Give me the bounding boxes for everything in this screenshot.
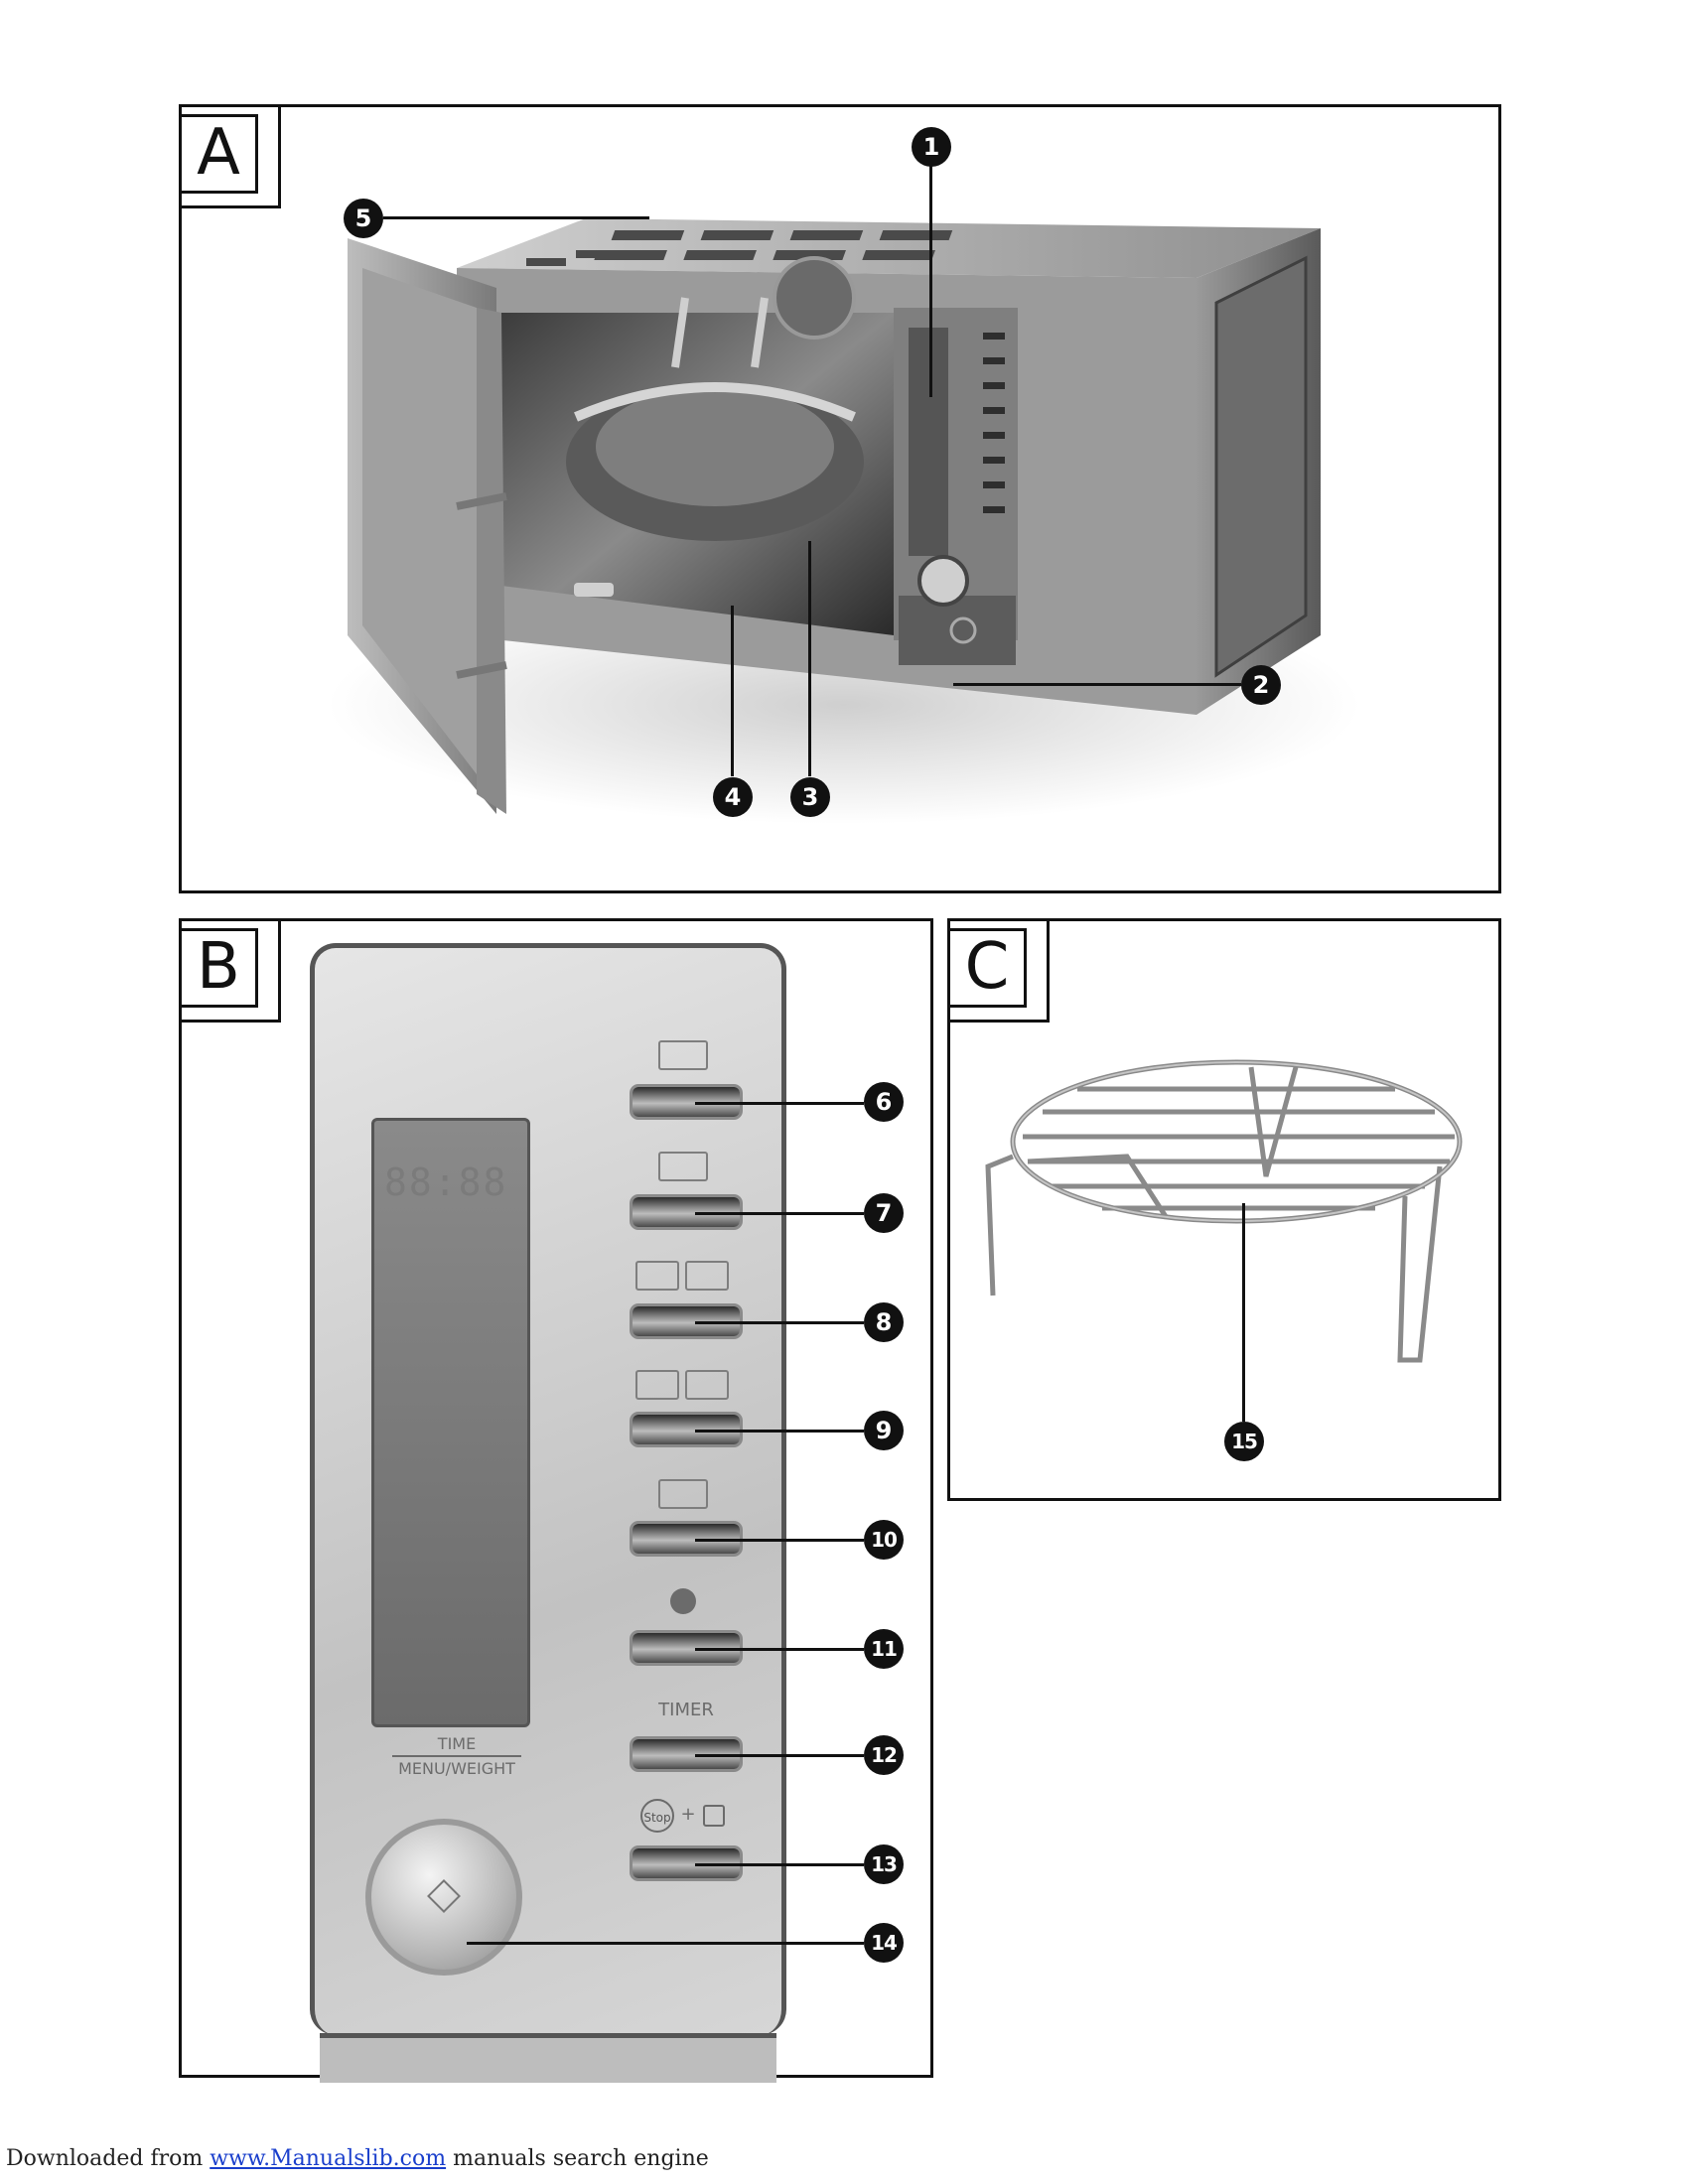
microwave-illustration: [328, 218, 1360, 824]
footer: Downloaded from www.Manualslib.com manua…: [6, 2146, 709, 2171]
grill-mode-icon: [658, 1152, 708, 1181]
knob-label-time: TIME: [437, 1734, 477, 1753]
fan-icon: [658, 1479, 708, 1509]
microwave-grill-combi-icon: [635, 1261, 679, 1291]
callout-3: 3: [790, 777, 830, 817]
lock-icon: [703, 1805, 725, 1827]
grill-rack-illustration: [968, 1047, 1484, 1375]
callout-5: 5: [344, 199, 383, 238]
display-window: 88:88: [371, 1118, 530, 1727]
grill-combi-icon-2: [685, 1261, 729, 1291]
callout-14: 14: [864, 1923, 904, 1963]
callout-4: 4: [713, 777, 753, 817]
callout-11: 11: [864, 1629, 904, 1669]
display-digits: 88:88: [384, 1160, 508, 1204]
microwave-mode-icon: [658, 1040, 708, 1070]
callout-9: 9: [864, 1411, 904, 1450]
footer-prefix: Downloaded from: [6, 2146, 211, 2171]
convection-icon-2: [685, 1370, 729, 1400]
clock-icon: [670, 1588, 696, 1614]
figure-a-label: A: [179, 114, 258, 194]
figure-c-label: C: [947, 928, 1027, 1008]
timer-label: TIMER: [658, 1700, 714, 1720]
callout-13: 13: [864, 1844, 904, 1884]
knob-label-menu-weight: MENU/WEIGHT: [398, 1759, 515, 1778]
callout-8: 8: [864, 1302, 904, 1342]
callout-10: 10: [864, 1520, 904, 1560]
microwave-convection-icon: [635, 1370, 679, 1400]
figure-b-label: B: [179, 928, 258, 1008]
microwave-photo: [328, 119, 1370, 854]
callout-12: 12: [864, 1735, 904, 1775]
callout-2: 2: [1241, 665, 1281, 705]
footer-suffix: manuals search engine: [446, 2146, 709, 2171]
rack-svg: [985, 1059, 1463, 1363]
manualslib-link[interactable]: www.Manualslib.com: [210, 2146, 447, 2171]
rotary-knob[interactable]: [365, 1819, 522, 1976]
callout-15: 15: [1224, 1422, 1264, 1461]
stop-icon: Stop: [640, 1799, 674, 1833]
callout-1: 1: [912, 127, 951, 167]
callout-6: 6: [864, 1082, 904, 1122]
callout-7: 7: [864, 1193, 904, 1233]
plus-label: +: [680, 1804, 696, 1825]
